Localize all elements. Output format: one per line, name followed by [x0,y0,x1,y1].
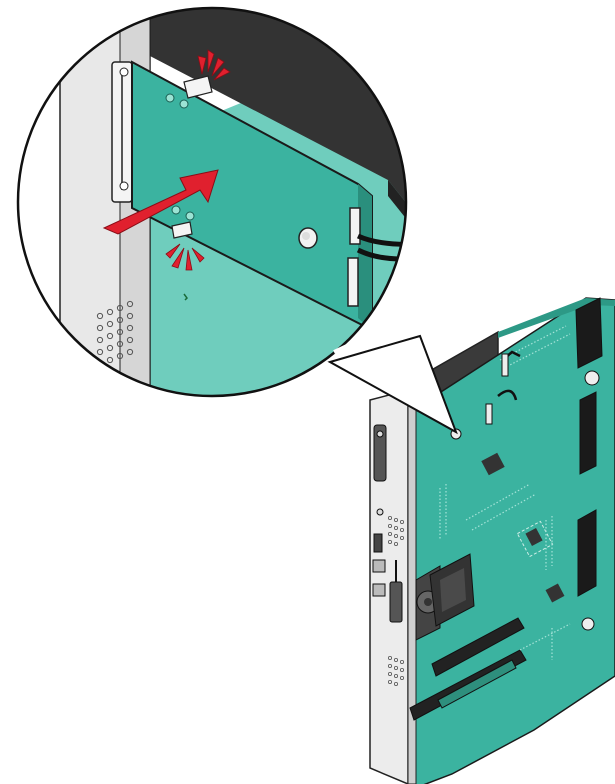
snap-click-icon [197,49,231,81]
callout-outline [16,6,408,398]
callout-vents [96,300,134,364]
chip [516,520,554,558]
card-hole [179,99,189,109]
snap-clip-bottom [171,221,193,239]
card-connector-top [349,207,361,245]
board-traces [439,325,571,660]
chip [525,528,543,546]
board-edge [498,298,615,338]
ribbon-cable-icon [356,233,406,262]
callout-pointer [327,334,458,435]
controller-assembly [369,297,615,784]
mount-hole [584,370,600,386]
right-connector-mid [579,391,597,475]
mounting-plate-edge [407,389,417,784]
card-hole [165,93,175,103]
right-connector-top [575,297,603,369]
chip [481,452,505,476]
push-arrow-icon [102,169,219,235]
memory-slot-1 [431,617,525,677]
port-screw [376,430,384,438]
card-connector-bottom [347,257,359,307]
port-screw [376,508,384,516]
usb-port [373,533,383,553]
card-hole [171,205,181,215]
port-slot [373,424,387,482]
snap-click-icon [165,243,205,271]
callout-magnifier [16,6,458,435]
parallel-port [389,581,403,623]
mount-hole [581,617,595,631]
chip [545,583,565,603]
ethernet-port [372,559,386,573]
card-hole [185,211,195,221]
snap-clip-top [183,75,213,99]
plate-vents [387,516,404,687]
memory-module [437,659,517,709]
right-connector-low [577,509,597,597]
standoff-icon [298,227,318,249]
port-small [372,583,386,597]
